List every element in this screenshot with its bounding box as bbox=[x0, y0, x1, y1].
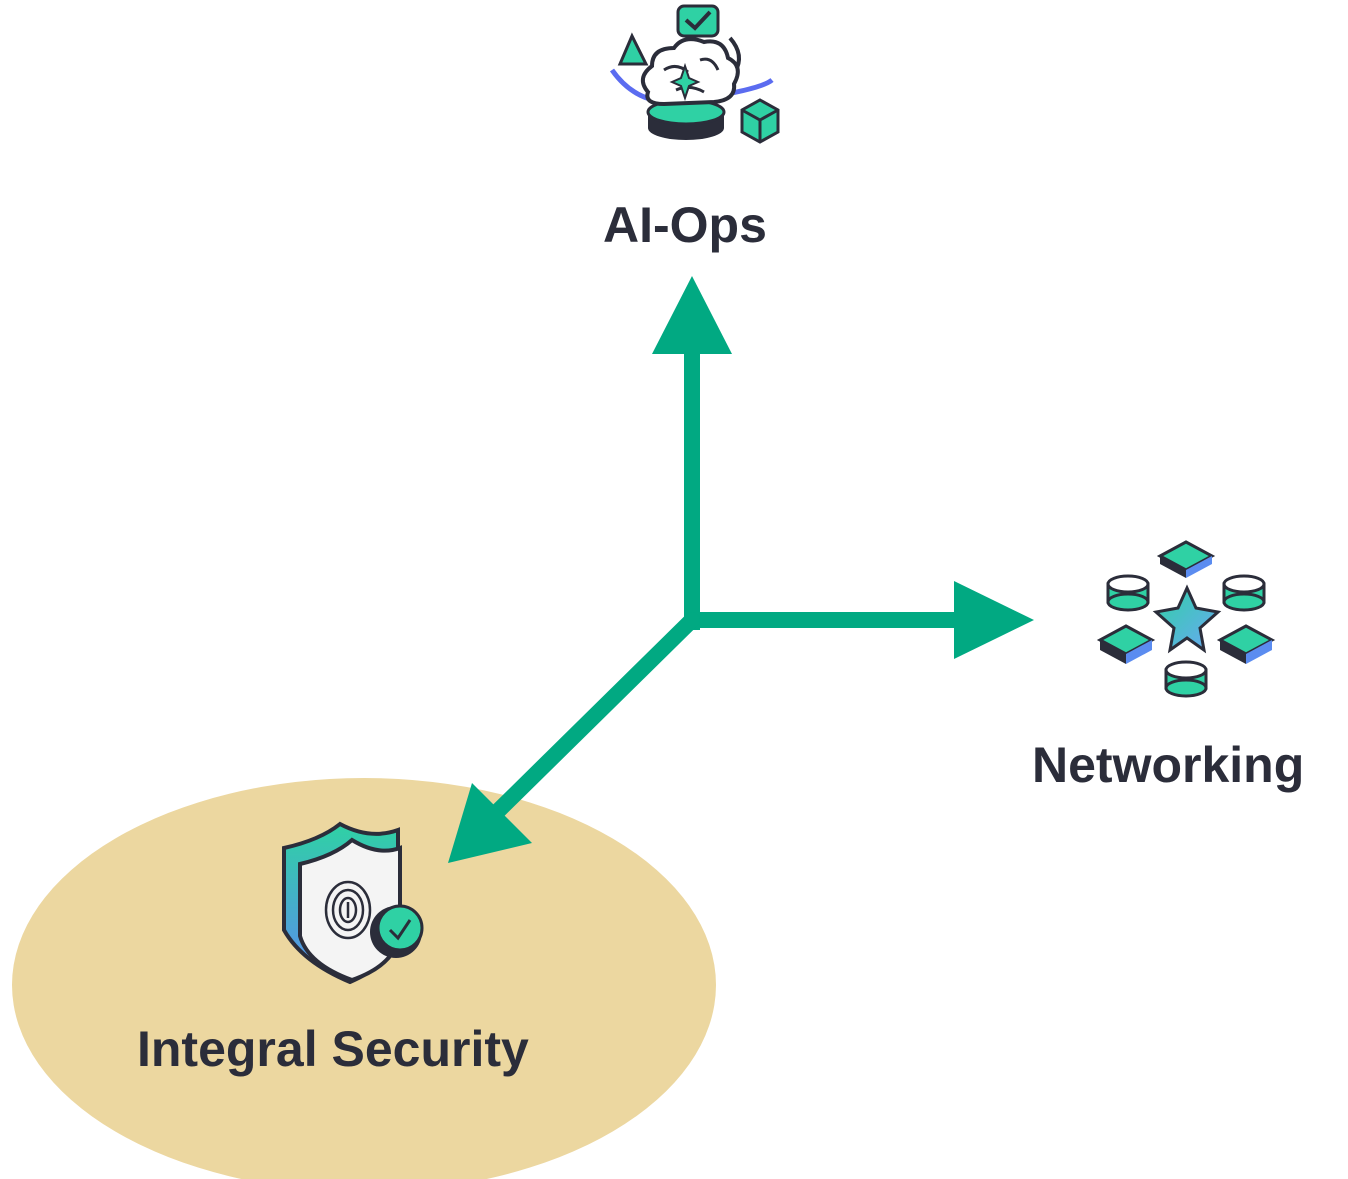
arrow-right-head bbox=[954, 581, 1034, 659]
shield-fingerprint-icon bbox=[282, 821, 424, 985]
security-highlight-ellipse bbox=[12, 778, 716, 1179]
ai-brain-icon bbox=[609, 4, 780, 144]
arrow-diagonal-shaft bbox=[489, 612, 700, 820]
arrow-diagonal-head bbox=[448, 783, 532, 863]
node-label-ai-ops: AI-Ops bbox=[603, 197, 767, 253]
arrows bbox=[448, 276, 1034, 863]
node-label-integral-security: Integral Security bbox=[137, 1021, 529, 1077]
arrow-up-head bbox=[652, 276, 732, 354]
node-label-networking: Networking bbox=[1032, 737, 1305, 793]
network-nodes-icon bbox=[1096, 540, 1276, 698]
